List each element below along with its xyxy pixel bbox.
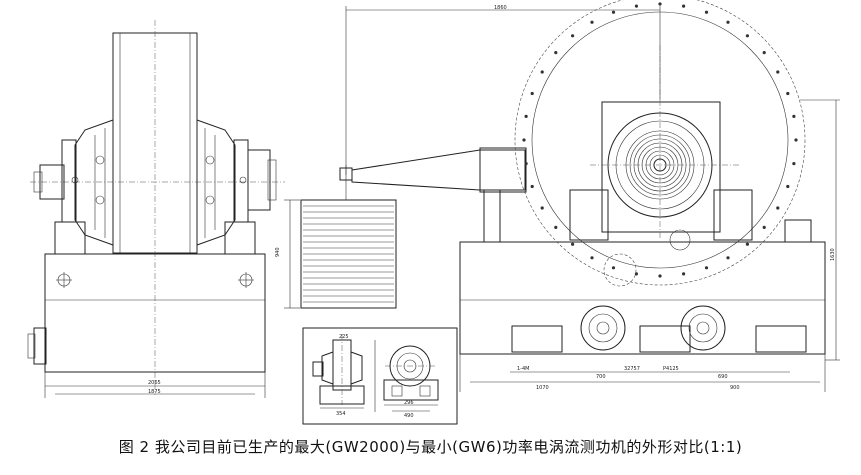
dim-700: 700 [596,374,606,380]
dim-940: 940 [275,247,281,257]
bolt-hole [611,10,616,14]
bolt-hole [524,162,528,166]
bolt-hole [571,242,575,246]
bolt-hole [530,184,534,189]
bolt-hole [554,51,558,55]
bolt-hole [571,34,575,38]
bolt-hole [530,91,534,96]
bolt-hole [745,242,750,246]
dim-2065: 2065 [148,380,161,386]
dim-1875: 1875 [148,389,161,395]
inset-small-unit: 225 354 296 490 [302,327,458,425]
front-view-large: 1630 1-4M 700 32757 P4125 690 1070 900 [459,0,840,392]
bolt-hole [682,272,686,276]
bolt-hole [792,114,796,118]
bolt-hole [634,4,639,8]
bolt-hole [658,274,662,278]
bolt-hole [554,225,558,229]
dim-32757: 32757 [624,366,640,372]
bolt-hole [794,138,798,142]
dim-490: 490 [404,413,414,419]
bolt-hole [776,206,780,210]
dim-1630: 1630 [830,248,836,261]
dim-225: 225 [339,334,349,340]
bolt-hole [590,20,594,24]
bolt-hole [745,34,750,38]
bolt-hole [634,272,639,276]
dim-1070: 1070 [536,385,549,391]
bolt-hole [540,206,544,210]
bolt-hole [704,266,709,270]
technical-drawing: 2065 1875 1860 940 [27,0,840,425]
dim-p4125: P4125 [663,366,679,372]
dim-900: 900 [730,385,740,391]
dim-296: 296 [404,400,414,406]
bolt-hole [704,10,709,14]
bolt-hole [522,138,526,142]
dim-690: 690 [718,374,728,380]
bolt-hole [792,162,796,166]
figure-caption: 图 2 我公司目前已生产的最大(GW2000)与最小(GW6)功率电涡流测功机的… [118,438,743,456]
dim-354: 354 [336,411,346,417]
bolt-hole [776,70,780,74]
dim-1860: 1860 [494,5,507,11]
bolt-hole [762,225,766,229]
bolt-hole [611,266,616,270]
bolt-hole [540,70,544,74]
bolt-hole [590,256,594,260]
bolt-hole [786,184,790,189]
side-view-large: 2065 1875 [27,20,285,398]
bolt-hole [658,2,662,6]
bolt-hole [786,91,790,96]
weight-stack: 940 [275,147,527,309]
bolt-hole [726,20,730,24]
dim-label-small: 1-4M [517,366,529,372]
bolt-hole [682,4,686,8]
bolt-hole [726,256,730,260]
bolt-hole [524,114,528,118]
bolt-hole [762,51,766,55]
